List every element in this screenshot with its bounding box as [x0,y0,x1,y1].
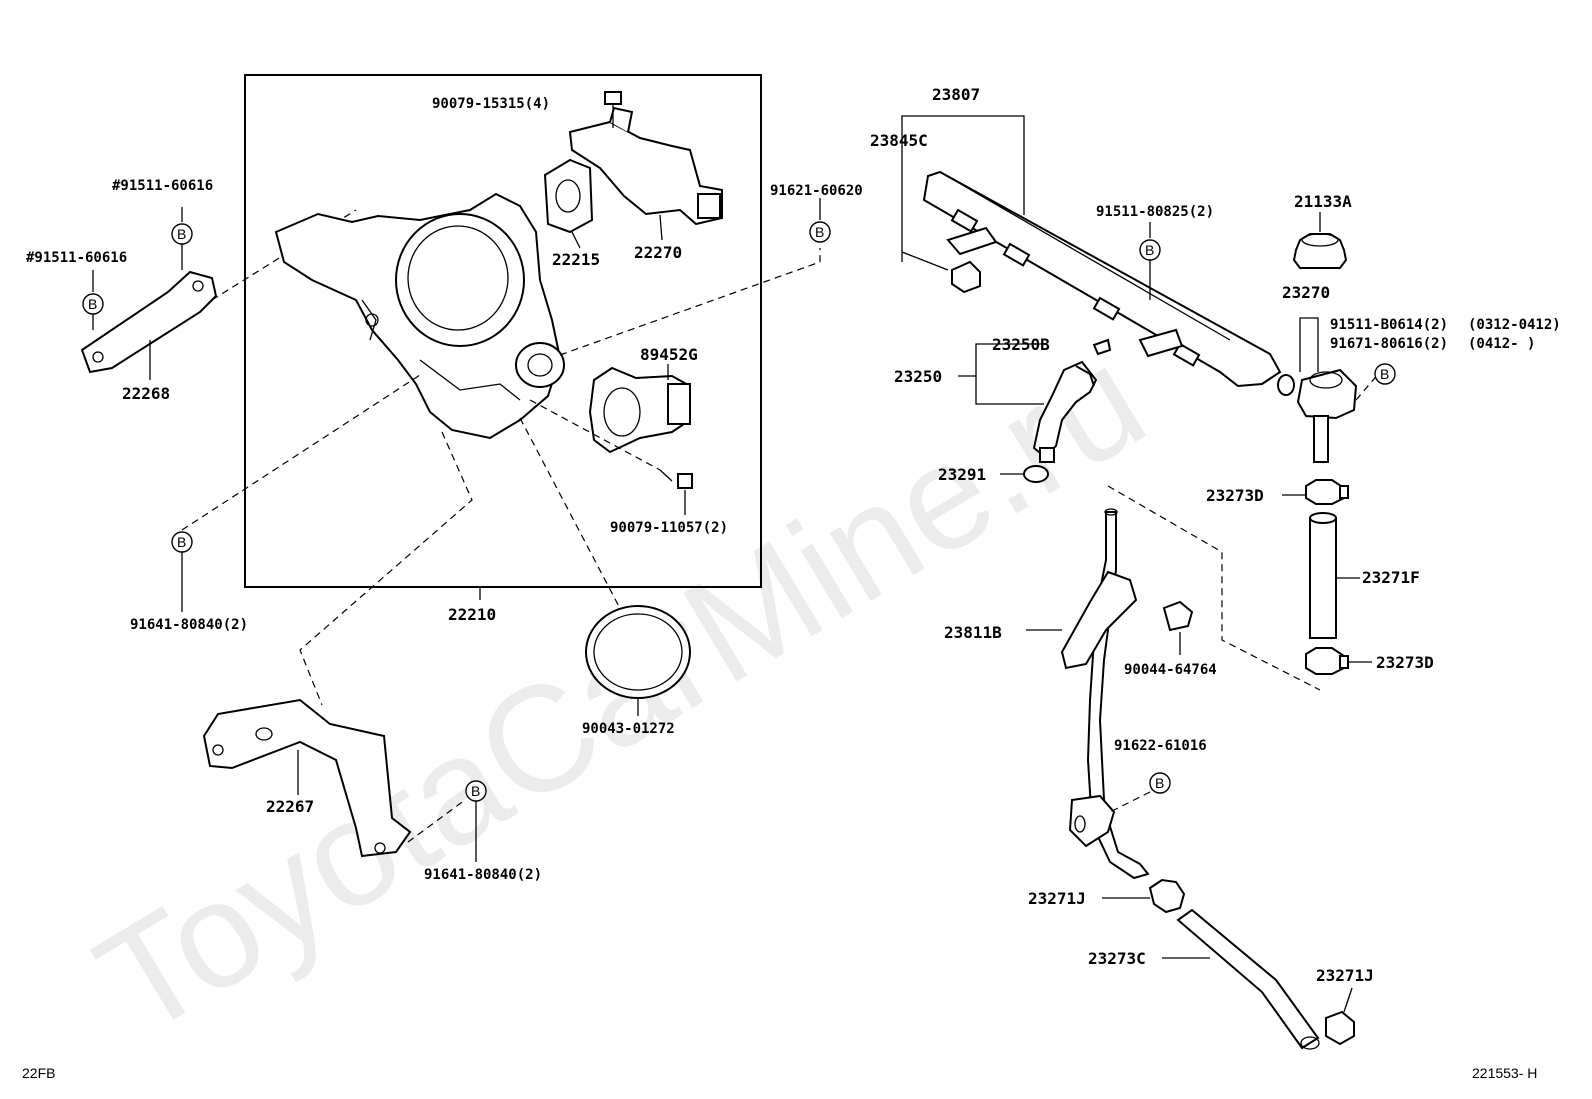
label-90079-11057: 90079-11057(2) [610,520,728,536]
bolt-90079-15315 [604,91,622,128]
label-23271j-upper: 23271J [1028,889,1086,908]
leader-23271j-lower [1343,987,1353,1013]
clamp-23271j-upper [1148,878,1186,914]
label-91511-60616-lower: #91511-60616 [26,250,127,266]
label-22270: 22270 [634,243,682,262]
label-91511-b0614-date: (0312-0412) [1468,317,1561,333]
label-22267: 22267 [266,797,314,816]
dash-91621 [559,248,821,356]
svg-text:B: B [815,224,824,240]
label-22210: 22210 [448,605,496,624]
label-89452g: 89452G [640,345,698,364]
label-23845c: 23845C [870,131,928,150]
o-ring-23291 [1023,465,1049,483]
bracket-22267 [202,698,412,858]
gasket-22215 [543,158,594,234]
label-90044-64764: 90044-64764 [1124,662,1217,678]
svg-text:B: B [177,534,186,550]
svg-text:B: B [471,783,480,799]
clamp-23271j-lower [1325,1010,1355,1046]
label-23271f: 23271F [1362,568,1420,587]
clip-90044-64764 [1162,600,1194,632]
hose-23273c [1176,908,1320,1050]
dash-oring [519,417,635,636]
label-91511-80825: 91511-80825(2) [1096,204,1214,220]
label-90043-01272: 90043-01272 [582,721,675,737]
svg-text:B: B [177,226,186,242]
label-23250b: 23250B [992,335,1050,354]
bracket-22268 [80,270,218,374]
iac-valve-22270 [568,106,723,226]
leader-23270 [1299,317,1319,372]
label-91622-61016: 91622-61016 [1114,738,1207,754]
svg-text:B: B [1380,366,1389,382]
screw-90079-11057 [659,469,693,489]
b-marker-91641-80840-right: B [465,780,487,862]
label-91641-80840-right: 91641-80840(2) [424,867,542,883]
pressure-regulator-23270 [1277,368,1358,463]
dash-fuel-pipe-box [1107,485,1321,691]
leader-22215 [571,231,581,249]
b-marker-91622-61016: B [1109,772,1171,813]
o-ring-90043-01272 [585,605,691,699]
fuel-pipe-23811b [1060,508,1150,880]
b-marker-91511-60616-upper: B [171,207,193,270]
label-91511-60616-upper: #91511-60616 [112,178,213,194]
figure-code-right: 221553- H [1472,1065,1537,1081]
svg-text:B: B [1155,775,1164,791]
label-23291: 23291 [938,465,986,484]
leader-23807 [901,115,1025,262]
svg-text:B: B [88,296,97,312]
label-23807: 23807 [932,85,980,104]
cap-21133a [1292,233,1348,269]
label-91671-80616-date: (0412- ) [1468,336,1535,352]
label-91671-80616: 91671-80616(2) [1330,336,1448,352]
throttle-assembly-frame [244,74,762,588]
hose-23271f [1309,512,1337,639]
label-91511-b0614: 91511-B0614(2) [1330,317,1448,333]
label-23273d-lower: 23273D [1376,653,1434,672]
leader-23845c [901,251,949,271]
clamp-23273d-upper [1305,479,1349,505]
nut-23845c [951,260,981,294]
label-23250: 23250 [894,367,942,386]
dash-tps-screw [529,399,661,471]
label-91621-60620: 91621-60620 [770,183,863,199]
label-22215: 22215 [552,250,600,269]
clip-23250b [1092,338,1112,356]
b-marker-91621-60620: B [809,198,831,243]
leader-23250-group [975,343,1044,405]
label-23271j-lower: 23271J [1316,966,1374,985]
label-21133a: 21133A [1294,192,1352,211]
clamp-23273d-lower [1305,647,1349,675]
label-22268: 22268 [122,384,170,403]
label-90079-15315: 90079-15315(4) [432,96,550,112]
figure-code-left: 22FB [22,1065,55,1081]
svg-text:B: B [1145,242,1154,258]
tps-89452g [588,366,691,454]
b-marker-91511-80825: B [1139,222,1161,300]
leader-22270 [659,214,663,241]
label-23811b: 23811B [944,623,1002,642]
b-marker-91511-b0614: B [1355,363,1396,401]
dash-91641-a [181,374,421,531]
injector-23250 [1032,360,1098,463]
b-marker-91511-60616-lower: B [82,270,104,330]
fuel-rail-23807 [922,170,1282,388]
throttle-body-22210 [274,192,565,440]
label-23273c: 23273C [1088,949,1146,968]
b-marker-91641-80840-left: B [171,531,193,612]
label-91641-80840-left: 91641-80840(2) [130,617,248,633]
label-23270: 23270 [1282,283,1330,302]
dash-22267 [299,431,473,706]
label-23273d-upper: 23273D [1206,486,1264,505]
